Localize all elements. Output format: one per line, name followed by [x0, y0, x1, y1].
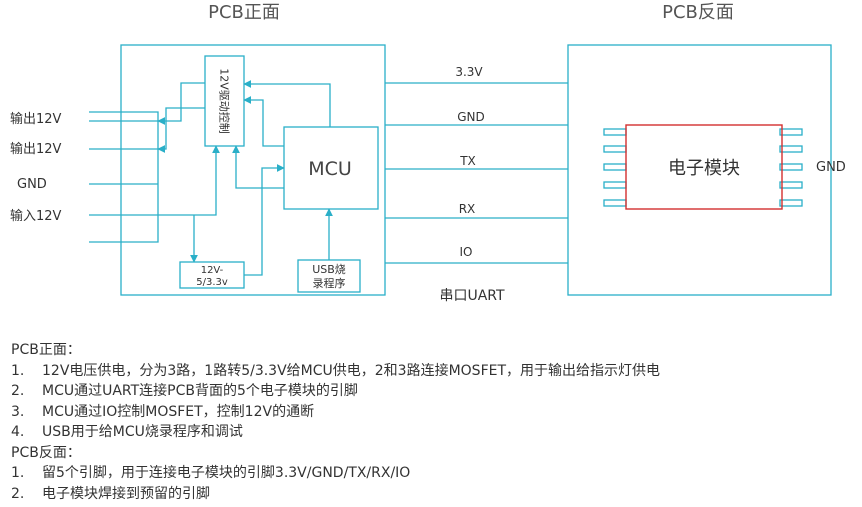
- electronic-module: [625, 124, 783, 210]
- regulator-label-line2: 5/3.3v: [196, 277, 228, 288]
- signal-label-gnd: GND: [457, 110, 485, 124]
- regulator-to-mcu-wire: [244, 164, 285, 276]
- notes-section: PCB正面： 1. 12V电压供电，分为3路，1路转5/3.3V给MCU供电，2和…: [11, 340, 660, 504]
- note-number: 2.: [11, 383, 25, 399]
- mcu-to-driver-wire1: [243, 80, 331, 127]
- module-gnd-label: GND: [816, 160, 846, 175]
- label-output-12v-1: 输出12V: [10, 111, 62, 127]
- module-label: 电子模块: [668, 158, 740, 179]
- module-pin-left: [603, 199, 627, 207]
- note-text: MCU通过IO控制MOSFET，控制12V的通断: [42, 403, 315, 420]
- notes-back-item: 1. 留5个引脚，用于连接电子模块的引脚3.3V/GND/TX/RX/IO: [11, 463, 660, 484]
- notes-front-item: 4. USB用于给MCU烧录程序和调试: [11, 422, 660, 443]
- usb-label-line1: USB烧: [312, 263, 346, 276]
- note-text: MCU通过UART连接PCB背面的5个电子模块的引脚: [42, 383, 358, 399]
- notes-back-item: 2. 电子模块焊接到预留的引脚: [11, 484, 660, 505]
- signal-label-io: IO: [460, 245, 473, 259]
- driver-out1-wire: [157, 82, 205, 125]
- module-pin-left: [603, 181, 627, 189]
- signal-label-tx: TX: [459, 154, 476, 168]
- mcu-to-driver-wire2: [243, 96, 284, 147]
- pcb-back-board: [567, 44, 832, 296]
- note-number: 2.: [11, 485, 25, 502]
- block-diagram: PCB正面 PCB反面: [10, 2, 846, 304]
- module-pin-right: [779, 181, 803, 189]
- module-pin-right: [779, 163, 803, 171]
- pcb-front-title: PCB正面: [208, 2, 280, 23]
- note-number: 1.: [11, 362, 25, 379]
- notes-front-item: 3. MCU通过IO控制MOSFET，控制12V的通断: [11, 402, 660, 423]
- driver-label: 12V驱动控制: [218, 68, 232, 134]
- label-output-12v-2: 输出12V: [10, 141, 62, 157]
- note-text: 12V电压供电，分为3路，1路转5/3.3V给MCU供电，2和3路连接MOSFE…: [42, 362, 661, 379]
- mcu-to-driver-wire3: [232, 145, 284, 189]
- module-pin-left: [603, 145, 627, 153]
- module-pin-left: [603, 128, 627, 136]
- note-number: 3.: [11, 403, 25, 420]
- notes-front-item: 1. 12V电压供电，分为3路，1路转5/3.3V给MCU供电，2和3路连接MOS…: [11, 361, 660, 382]
- mcu-label: MCU: [308, 158, 352, 180]
- label-gnd: GND: [17, 177, 47, 192]
- signal-label-rx: RX: [459, 202, 476, 216]
- notes-back-heading: PCB反面：: [11, 444, 81, 461]
- pcb-back-title: PCB反面: [662, 2, 734, 23]
- note-text: 电子模块焊接到预留的引脚: [42, 485, 210, 502]
- uart-label: 串口UART: [439, 288, 505, 304]
- note-text: 留5个引脚，用于连接电子模块的引脚3.3V/GND/TX/RX/IO: [42, 465, 411, 481]
- left-connector-bracket: [89, 111, 159, 243]
- module-pin-right: [779, 199, 803, 207]
- notes-front-item: 2. MCU通过UART连接PCB背面的5个电子模块的引脚: [11, 381, 660, 402]
- module-pin-right: [779, 145, 803, 153]
- usb-label-line2: 录程序: [313, 276, 346, 290]
- module-pin-right: [779, 128, 803, 136]
- label-input-12v: 输入12V: [10, 208, 62, 224]
- driver-out2-wire: [157, 107, 205, 153]
- note-number: 4.: [11, 424, 25, 440]
- note-text: USB用于给MCU烧录程序和调试: [42, 424, 243, 440]
- regulator-label-line1: 12V-: [201, 265, 224, 276]
- signal-label-3v3: 3.3V: [455, 65, 483, 79]
- note-number: 1.: [11, 465, 25, 481]
- module-pin-left: [603, 163, 627, 171]
- input-to-driver-wire: [158, 145, 220, 216]
- pcb-front-board: [120, 44, 386, 296]
- notes-front-heading: PCB正面：: [11, 342, 81, 358]
